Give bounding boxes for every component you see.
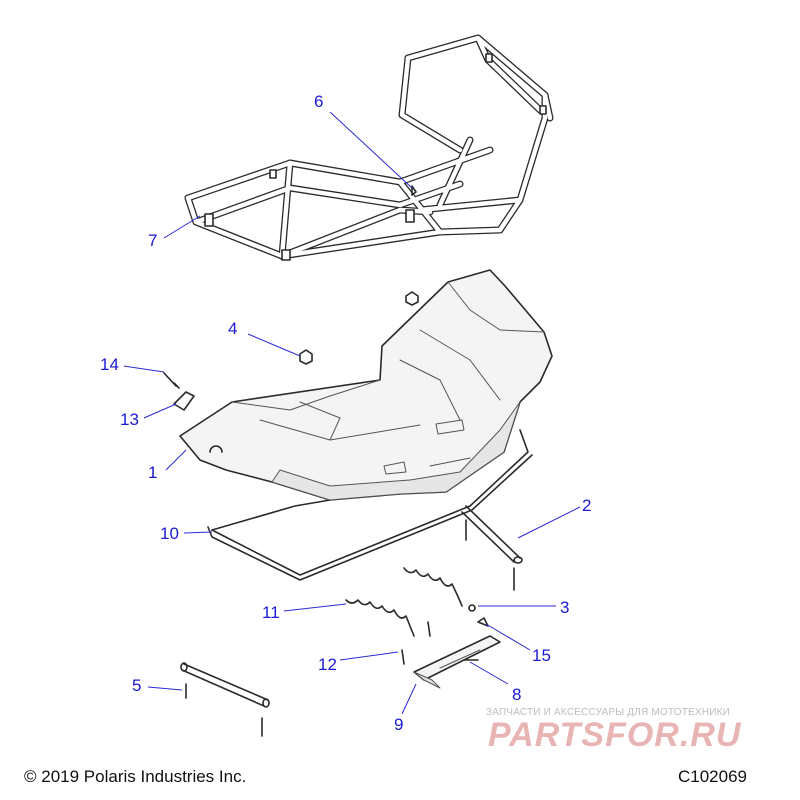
rack-fastener [411, 185, 417, 196]
bracket-13 [173, 391, 195, 411]
callout-1: 1 [148, 463, 158, 482]
callout-3: 3 [560, 598, 570, 617]
watermark-logo: PARTSFOR.RU [488, 716, 742, 754]
spring-upper [403, 567, 463, 607]
callout-2: 2 [582, 496, 592, 515]
callout-15: 15 [532, 646, 551, 665]
support-tube-5 [180, 662, 270, 737]
fastener-15 [477, 617, 489, 627]
callout-12: 12 [318, 655, 337, 674]
callout-13: 13 [120, 410, 139, 429]
watermark-tagline: ЗАПЧАСТИ И АКСЕССУАРЫ ДЛЯ МОТОТЕХНИКИ [486, 707, 731, 718]
nut-4 [299, 349, 313, 365]
fender-body [179, 269, 553, 501]
seal-loop [207, 429, 533, 581]
front-rack [184, 34, 554, 261]
leader-lines [123, 111, 581, 715]
callout-4: 4 [228, 319, 238, 338]
copyright-text: © 2019 Polaris Industries Inc. [24, 767, 247, 786]
callout-8: 8 [512, 685, 522, 704]
callout-14: 14 [100, 355, 119, 374]
latch-plate-9 [413, 635, 501, 689]
nut-upper [405, 291, 419, 306]
bolt-12 [401, 621, 431, 665]
callout-6: 6 [314, 92, 324, 111]
support-tube-2 [461, 505, 523, 591]
pin-14 [163, 372, 180, 389]
spring-11 [345, 599, 415, 637]
callout-10: 10 [160, 524, 179, 543]
callout-9: 9 [394, 715, 404, 734]
callout-7: 7 [148, 231, 158, 250]
fastener-3 [468, 604, 476, 612]
callout-11: 11 [262, 603, 280, 622]
callout-5: 5 [132, 676, 142, 695]
diagram-code: C102069 [678, 767, 748, 786]
